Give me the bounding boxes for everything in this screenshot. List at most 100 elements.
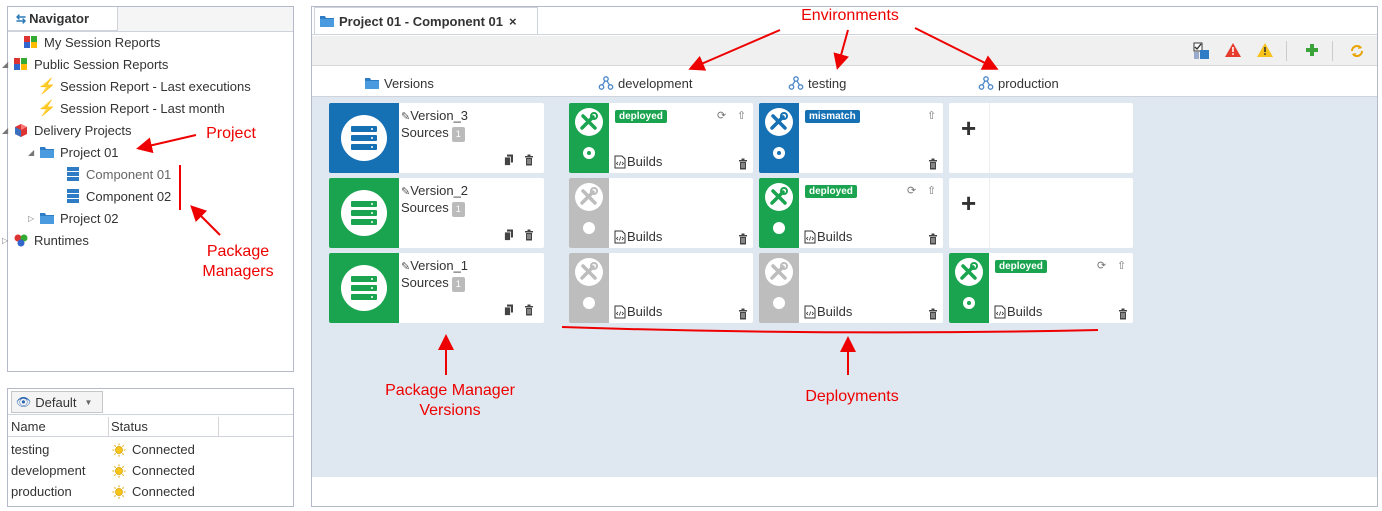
builds-link[interactable]: Builds	[804, 229, 852, 244]
edit-icon[interactable]: ✎	[401, 111, 411, 123]
radio-dot-icon	[773, 222, 785, 234]
deployment-card[interactable]: deployed ⟳ ⇧ Builds	[759, 178, 943, 248]
version-name[interactable]: Version_2	[410, 183, 469, 198]
expand-triangle-icon[interactable]: ◢	[2, 125, 9, 135]
tree-label: Public Session Reports	[34, 56, 169, 72]
env-status: Connected	[132, 484, 195, 499]
upload-icon[interactable]: ⇧	[927, 185, 937, 197]
tree-label: Component 02	[86, 188, 172, 204]
column-label: Versions	[384, 75, 434, 91]
upload-icon[interactable]: ⇧	[737, 110, 747, 122]
environment-status-panel: 👁 Default ▼ Name Status testing Connecte…	[7, 388, 294, 507]
builds-link[interactable]: Builds	[614, 304, 662, 319]
annotation-deployments: Deployments	[805, 388, 899, 405]
tree-item-runtimes[interactable]: ▷ Runtimes	[2, 230, 89, 250]
column-header-name[interactable]: Name	[11, 419, 46, 434]
deployment-card[interactable]: mismatch ⇧	[759, 103, 943, 173]
deployment-status-tile	[759, 253, 799, 323]
annotation-package-managers-line1: Package	[206, 243, 270, 260]
builds-link[interactable]: Builds	[614, 154, 662, 169]
add-icon[interactable]	[1304, 42, 1320, 61]
status-row[interactable]: production Connected	[8, 481, 293, 502]
deployment-status-tile	[759, 178, 799, 248]
builds-label: Builds	[817, 304, 853, 319]
env-status: Connected	[132, 463, 195, 478]
refresh-icon[interactable]	[1348, 42, 1366, 63]
tree-item-my-session-reports[interactable]: My Session Reports	[12, 32, 160, 52]
checklist-icon[interactable]	[1192, 42, 1210, 63]
navigator-icon: ⇆	[16, 11, 27, 26]
env-status: Connected	[132, 442, 195, 457]
version-name[interactable]: Version_1	[410, 258, 469, 273]
collapsed-triangle-icon[interactable]: ▷	[28, 213, 35, 223]
upload-icon[interactable]: ⇧	[927, 110, 937, 122]
column-header-status[interactable]: Status	[111, 419, 148, 434]
deployment-card[interactable]: Builds	[759, 253, 943, 323]
sync-icon[interactable]: ⟳	[1097, 260, 1107, 272]
collapsed-triangle-icon[interactable]: ▷	[2, 235, 9, 245]
component-icon	[64, 166, 82, 182]
deployed-badge: deployed	[805, 185, 857, 198]
edit-icon[interactable]: ✎	[401, 261, 411, 273]
tab-project-component[interactable]: Project 01 - Component 01 ×	[314, 7, 538, 34]
component-icon	[64, 188, 82, 204]
tree-item-delivery-projects[interactable]: ◢ Delivery Projects	[2, 120, 132, 140]
view-selector[interactable]: 👁 Default ▼	[11, 391, 103, 413]
builds-link[interactable]: Builds	[614, 229, 662, 244]
tree-label: Project 01	[60, 144, 119, 160]
builds-link[interactable]: Builds	[804, 304, 852, 319]
edit-icon[interactable]: ✎	[401, 186, 411, 198]
mismatch-badge: mismatch	[805, 110, 860, 123]
annotation-pm-versions-line1: Package Manager	[385, 382, 515, 399]
tree-item-session-report-last-month[interactable]: ⚡ Session Report - Last month	[28, 98, 225, 118]
add-deployment-card[interactable]: +	[949, 103, 1133, 173]
package-manager-icon	[329, 103, 399, 173]
tree-item-project-01[interactable]: ◢ Project 01	[28, 142, 119, 162]
warning-icon[interactable]	[1256, 42, 1274, 61]
status-row[interactable]: development Connected	[8, 460, 293, 481]
lightning-icon: ⚡	[37, 78, 57, 95]
radio-dot-icon	[773, 147, 785, 159]
navigator-tab[interactable]: ⇆ Navigator	[8, 7, 118, 31]
add-deployment-card[interactable]: +	[949, 178, 1133, 248]
column-label: development	[618, 75, 693, 91]
radio-dot-icon	[583, 147, 595, 159]
expand-triangle-icon[interactable]: ◢	[2, 59, 9, 69]
sources-count: 1	[451, 277, 465, 292]
sync-icon[interactable]: ⟳	[907, 185, 917, 197]
builds-link[interactable]: Builds	[994, 304, 1042, 319]
expand-triangle-icon[interactable]: ◢	[28, 147, 35, 157]
deployment-card[interactable]: Builds	[569, 178, 753, 248]
tree-item-component-01[interactable]: Component 01	[54, 164, 171, 184]
column-development[interactable]: development	[598, 75, 692, 91]
sync-icon[interactable]: ⟳	[717, 110, 727, 122]
sources-count: 1	[451, 127, 465, 142]
column-testing[interactable]: testing	[788, 75, 846, 91]
tree-label: Component 01	[86, 166, 172, 182]
add-icon[interactable]: +	[961, 113, 977, 143]
deployment-card[interactable]: Builds	[569, 253, 753, 323]
tree-item-component-02[interactable]: Component 02	[54, 186, 171, 206]
status-row[interactable]: testing Connected	[8, 439, 293, 460]
sources-count: 1	[451, 202, 465, 217]
annotation-pm-versions-line2: Versions	[419, 402, 481, 419]
add-icon[interactable]: +	[961, 188, 977, 218]
tree-label: Project 02	[60, 210, 119, 226]
lightning-icon: ⚡	[37, 100, 57, 117]
tree-item-project-02[interactable]: ▷ Project 02	[28, 208, 119, 228]
column-production[interactable]: production	[978, 75, 1059, 91]
tree-item-public-session-reports[interactable]: ◢ Public Session Reports	[2, 54, 168, 74]
tree-label: Delivery Projects	[34, 122, 132, 138]
deployment-card[interactable]: deployed ⟳ ⇧ Builds	[949, 253, 1133, 323]
error-icon[interactable]	[1224, 42, 1242, 61]
version-name[interactable]: Version_3	[410, 108, 469, 123]
radio-dot-icon	[963, 297, 975, 309]
deployment-card[interactable]: deployed ⟳ ⇧ Builds	[569, 103, 753, 173]
tree-item-session-report-last-executions[interactable]: ⚡ Session Report - Last executions	[28, 76, 251, 96]
upload-icon[interactable]: ⇧	[1117, 260, 1127, 272]
close-icon[interactable]: ×	[508, 13, 517, 29]
